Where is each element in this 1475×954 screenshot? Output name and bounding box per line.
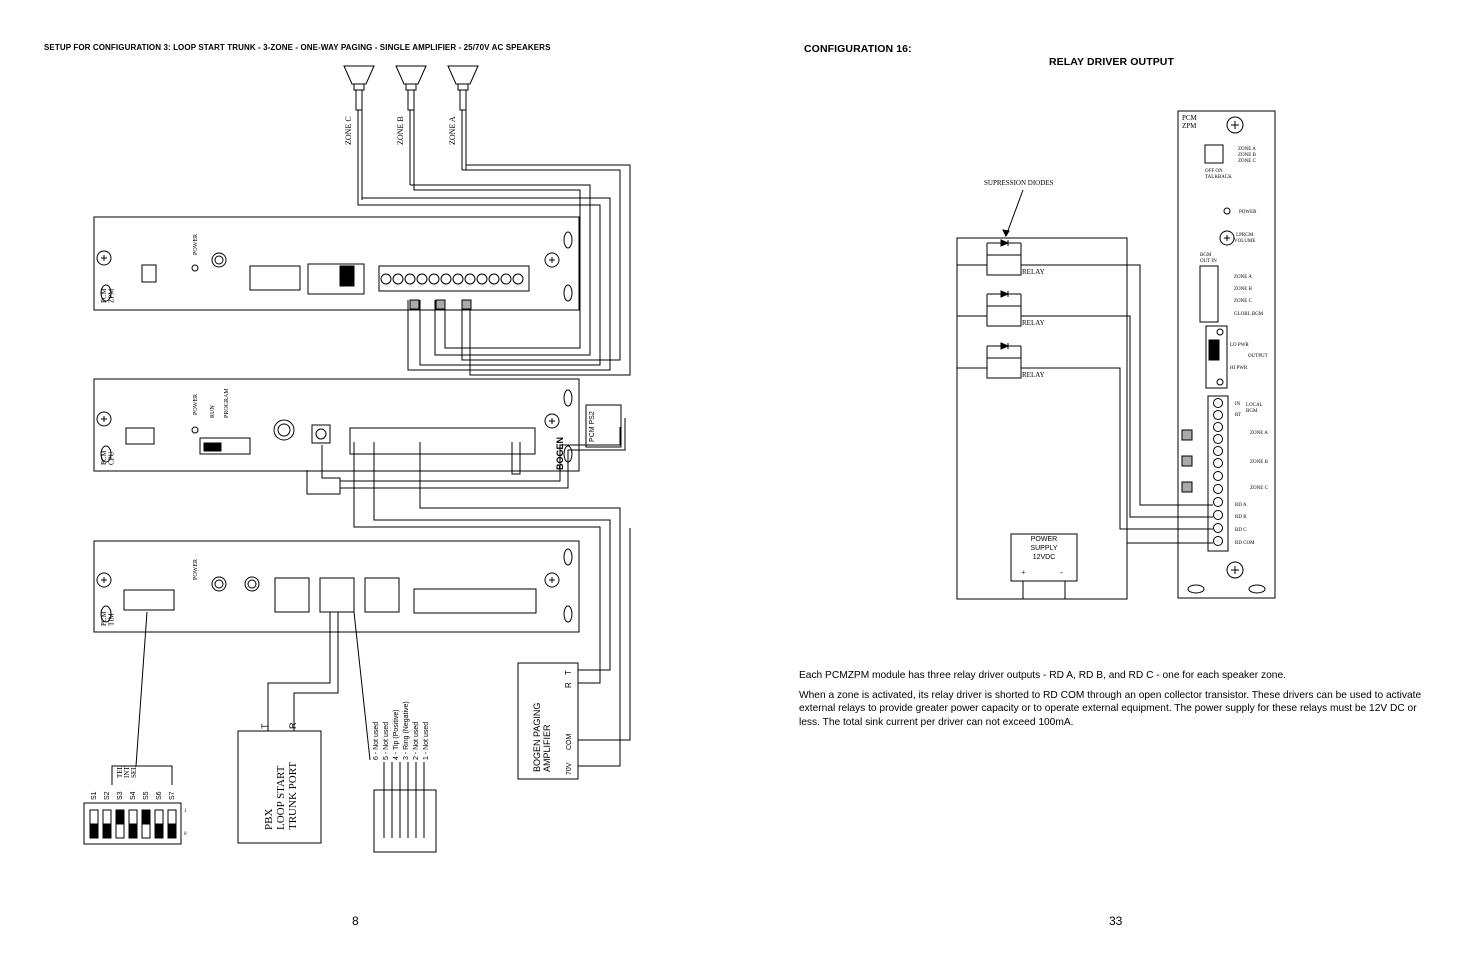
jack-pin-1: 1 - Not used: [423, 722, 430, 760]
dip-detail-sel: SEL: [130, 766, 138, 778]
zpm-globl-bgm: GLOBL BGM: [1234, 312, 1264, 317]
dip-detail-int: INT: [123, 766, 131, 778]
bogen-brand: BOGEN: [555, 437, 565, 470]
zpm-term-in: IN: [1235, 402, 1241, 407]
dip-detail-s1: S1: [91, 791, 98, 800]
zpm-term-rt: RT: [1235, 413, 1241, 418]
paging-amplifier: [517, 662, 579, 780]
speaker-zone-c-icon: [343, 65, 375, 200]
body-text: Each PCMZPM module has three relay drive…: [799, 669, 1429, 735]
amplifier-70v: 70V: [566, 762, 573, 775]
dip-detail-off: 0: [184, 832, 187, 837]
configuration-title: CONFIGURATION 16:: [804, 43, 912, 55]
relay-label-3: RELAY: [1022, 371, 1045, 379]
power-supply-label: POWER SUPPLY 12VDC: [1030, 536, 1058, 561]
paragraph-1: Each PCMZPM module has three relay drive…: [799, 670, 1286, 681]
zpm-zone-row-b: ZONE B: [1234, 287, 1253, 292]
dip-detail-s6: S6: [156, 791, 163, 800]
zpm-term-zone-c: ZONE C: [1250, 486, 1269, 491]
zpm-term-zone-a: ZONE A: [1250, 431, 1268, 436]
zpm-zone-c: ZONE C: [1238, 159, 1257, 164]
dip-detail-s2: S2: [104, 791, 111, 800]
pbx-title: PBXLOOP STARTTRUNK PORT: [263, 762, 299, 830]
zpm-talkback: OFF ON TALKBACK: [1205, 169, 1232, 180]
amplifier-r: R: [564, 682, 573, 688]
right-page: CONFIGURATION 16: RELAY DRIVER OUTPUT 33: [738, 0, 1475, 954]
jack-pin-6: 6 - Not used: [373, 722, 380, 760]
cpu-panel: [93, 378, 580, 472]
zpm-zone-row-a: ZONE A: [1234, 275, 1252, 280]
configuration-subtitle: RELAY DRIVER OUTPUT: [1049, 56, 1175, 68]
tim-power-label: POWER: [193, 559, 199, 580]
pbx-r: R: [288, 722, 298, 729]
cpu-title: PCMCPU: [100, 449, 116, 465]
jack-pin-2: 2 - Not used: [413, 722, 420, 760]
dip-detail-on: 1: [184, 809, 187, 814]
zpm-lprgm: LPRGM VOLUME: [1234, 233, 1256, 244]
relay-driver-diagram: SUPRESSION DIODES RELAY RELAY RELAY + - …: [956, 110, 1276, 600]
left-page-number: 8: [352, 914, 359, 928]
zpm-output: OUTPUT: [1248, 354, 1268, 359]
amplifier-t: T: [564, 670, 573, 675]
left-page: SETUP FOR CONFIGURATION 3: LOOP START TR…: [0, 0, 737, 954]
zpm-term-rd-c: RD C: [1235, 528, 1247, 533]
jack-pin-4: 4 - Tip (Positive): [393, 709, 400, 760]
zpm-panel: [93, 216, 580, 311]
zpm-zone-b: ZONE B: [1238, 153, 1257, 158]
pcm-ps2-label: PCM PS2: [589, 411, 596, 442]
zpm-term-rd-b: RD B: [1235, 515, 1247, 520]
dip-detail-s3: S3: [117, 791, 124, 800]
dip-detail-tel: TEL: [116, 765, 124, 778]
right-page-number: 33: [1109, 914, 1123, 928]
zpm-lo-pwr: LO PWR: [1230, 343, 1249, 348]
pbx-trunk-port: [237, 730, 322, 844]
tim-panel: [93, 540, 580, 633]
zpm-power: POWER: [1239, 210, 1257, 215]
relay-label-1: RELAY: [1022, 268, 1045, 276]
zpm-local-bgm: LOCAL BGM: [1246, 403, 1263, 414]
speaker-zone-b-icon: [395, 65, 427, 185]
zpm-zone-row-c: ZONE C: [1234, 299, 1253, 304]
dip-detail-s4: S4: [130, 791, 137, 800]
cpu-run-label: RUN: [210, 405, 216, 418]
tim-title: PCMTIM: [100, 610, 116, 626]
speaker-label-b: ZONE B: [396, 116, 405, 145]
dip-detail-s5: S5: [143, 791, 150, 800]
zpm-term-rd-com: RD COM: [1235, 541, 1255, 546]
jack-pin-5: 5 - Not used: [383, 722, 390, 760]
cpu-power-label: POWER: [193, 394, 199, 415]
dip-detail-s7: S7: [169, 791, 176, 800]
supression-diodes-label: SUPRESSION DIODES: [984, 179, 1054, 187]
left-page-header: SETUP FOR CONFIGURATION 3: LOOP START TR…: [44, 43, 551, 52]
speaker-label-a: ZONE A: [448, 116, 457, 145]
zpm-term-rd-a: RD A: [1235, 503, 1247, 508]
zpm-title: PCM ZPM: [1182, 114, 1197, 130]
paragraph-2: When a zone is activated, its relay driv…: [799, 689, 1422, 728]
zpm-hi-pwr: HI PWR: [1230, 366, 1248, 371]
ps-plus: +: [1021, 568, 1026, 577]
zpm-bgm: BGM OUT IN: [1200, 253, 1217, 264]
zpm-zone-a: ZONE A: [1238, 147, 1256, 152]
configuration-3-diagram: ZONE C ZONE B ZONE A PCMZPM PCMCPU PCMTI…: [83, 65, 631, 853]
amplifier-com: COM: [566, 734, 573, 751]
amplifier-title: BOGEN PAGINGAMPLIFIER: [532, 703, 552, 772]
cpu-program-label: PROGRAM: [224, 388, 230, 418]
zpm-power-label: POWER: [193, 234, 199, 255]
pcm-ps2-box: [585, 404, 622, 448]
speaker-zone-a-icon: [447, 65, 479, 170]
relay-label-2: RELAY: [1022, 319, 1045, 327]
zpm-term-zone-b: ZONE B: [1250, 460, 1269, 465]
ps-minus: -: [1060, 568, 1063, 577]
jack-pin-3: 3 - Ring (Negative): [403, 701, 410, 760]
pbx-t: T: [260, 723, 270, 729]
speaker-label-c: ZONE C: [344, 116, 353, 145]
zpm-title: PCMZPM: [100, 287, 116, 303]
